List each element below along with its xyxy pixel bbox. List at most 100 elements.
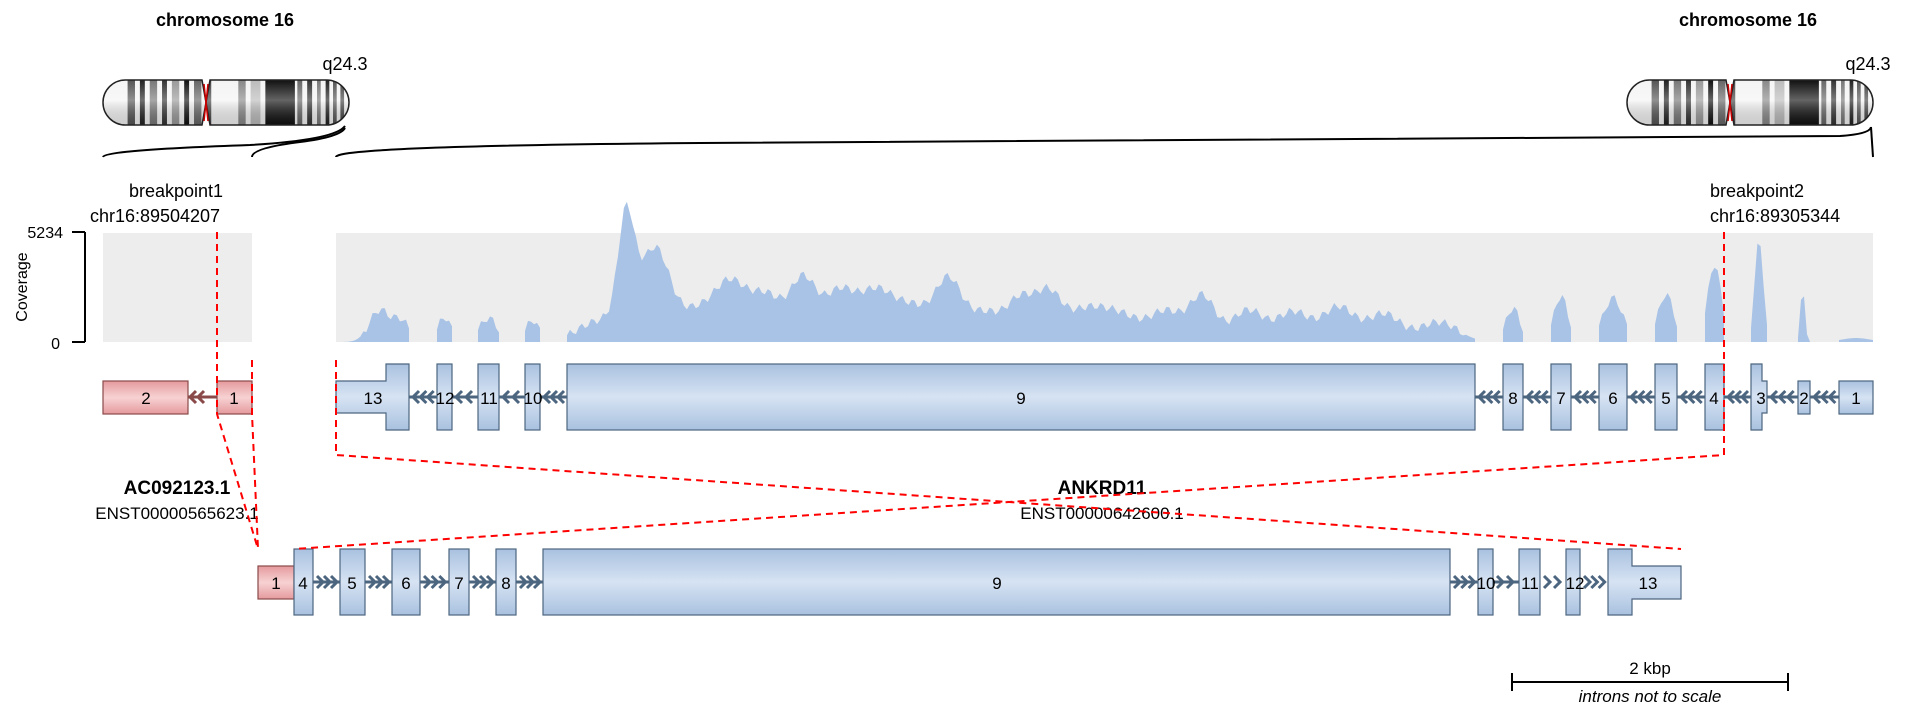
scale-bar-label: 2 kbp [1629,659,1671,678]
gene2-exon-4 [1704,363,1725,431]
gene2-exon-6 [1598,363,1628,431]
gene2-exon-3-label: 3 [1756,389,1765,408]
breakpoint2-label: breakpoint2 [1710,181,1804,201]
band-label-left: q24.3 [322,54,367,74]
chromosome-title-right: chromosome 16 [1679,10,1817,30]
coverage-segment [1599,295,1627,342]
scale-bar-note: introns not to scale [1579,687,1722,706]
coverage-axis [72,231,86,343]
breakpoint-lines [216,232,1725,550]
breakpoint1-line [216,232,259,550]
coverage-axis-label: Coverage [14,252,31,321]
gene2-exon-7-label: 7 [1556,389,1565,408]
fusion-exon-9 [542,548,1451,616]
gene1-transcript-id: ENST00000565623.1 [95,504,259,523]
coverage-segment [1839,338,1873,342]
gene2-exon-4-label: 4 [1709,389,1718,408]
fusion-exon-11-label: 11 [1521,574,1539,593]
gene1-exon-1 [216,380,253,415]
scale-bar [1511,673,1789,691]
fusion-exon-1 [257,565,295,600]
coverage-segment [1705,267,1724,342]
gene2-exon-12-label: 12 [436,389,455,408]
chromosome-title-left: chromosome 16 [156,10,294,30]
coverage-segment [478,316,499,342]
fusion-exon-6 [391,548,421,616]
fusion-exon-6-label: 6 [401,574,410,593]
coverage-segment [1503,306,1523,342]
gene2-exon-2 [1797,380,1811,415]
chromosome-ideogram-left [102,79,350,126]
gene1-transcript: 2 1 [102,380,253,415]
gene2-exon-13-label: 13 [364,389,383,408]
fusion-exon-9-label: 9 [992,574,1001,593]
fusion-exon-10-label: 10 [1477,574,1496,593]
fusion-exon-5-label: 5 [347,574,356,593]
gene2-exon-1-label: 1 [1851,389,1860,408]
gene2-exon-5-label: 5 [1661,389,1670,408]
gene2-exon-2-label: 2 [1799,389,1808,408]
gene1-exon-1-label: 1 [229,389,238,408]
chromosome-ideogram-right [1626,79,1874,126]
coverage-track [336,201,1873,342]
band-label-right: q24.3 [1845,54,1890,74]
coverage-segment [525,320,540,342]
coverage-segment [336,308,409,342]
gene2-exon-3 [1750,363,1768,431]
gene2-transcript: 13 12 11 10 9 8 7 6 5 4 3 2 1 [335,363,1874,431]
fusion-transcript: 1 4 5 6 7 8 9 10 11 12 13 [257,548,1682,616]
coverage-segment [1798,296,1810,342]
coverage-max-label: 5234 [27,225,63,242]
fusion-exon-12 [1565,548,1581,616]
gene1-exon-2 [102,380,189,415]
gene2-exon-10-label: 10 [524,389,543,408]
fusion-exon-11 [1518,548,1541,616]
fusion-exon-8 [495,548,517,616]
gene2-exon-5 [1654,363,1678,431]
coverage-panel-gene1 [103,233,252,342]
fusion-exon-5 [339,548,366,616]
zoom-bracket-gene1 [102,125,346,158]
fusion-exon-4-label: 4 [298,574,307,593]
gene2-exon-10 [524,363,541,431]
gene2-exon-13 [335,363,410,431]
gene2-transcript-id: ENST00000642600.1 [1020,504,1184,523]
breakpoint2-line [293,232,1725,550]
gene2-exon-11 [477,363,500,431]
coverage-min-label: 0 [51,336,60,353]
fusion-exon-13 [1607,548,1682,616]
gene1-exon-2-label: 2 [141,389,150,408]
gene2-exon-7 [1550,363,1572,431]
coverage-segment [437,318,452,342]
breakpoint1-position: chr16:89504207 [90,206,220,226]
gene2-exon-9-label: 9 [1016,389,1025,408]
fusion-strand-arrows [315,574,1607,590]
gene2-name: ANKRD11 [1058,478,1147,499]
gene2-exon-6-label: 6 [1608,389,1617,408]
coverage-segment [1655,293,1677,342]
fusion-exon-1-label: 1 [271,574,280,593]
fusion-exon-12-label: 12 [1566,574,1585,593]
coverage-segment [1751,243,1767,342]
coverage-segment [1551,295,1571,342]
fusion-exon-13-label: 13 [1639,574,1658,593]
zoom-bracket-gene2 [335,126,1872,158]
zoom-bracket-gene2-end [1870,126,1874,158]
breakpoint2-position: chr16:89305344 [1710,206,1840,226]
gene2-exon-12 [436,363,453,431]
gene2-exon-11-label: 11 [480,389,498,408]
fusion-exon-7-label: 7 [454,574,463,593]
fusion-exon-7 [448,548,470,616]
gene1-name: AC092123.1 [124,478,231,499]
gene1-start-line [251,360,259,550]
fusion-exon-8-label: 8 [501,574,510,593]
gene2-exon-8-label: 8 [1508,389,1517,408]
coverage-segment [567,201,1475,342]
zoom-bracket-gene1-end [251,127,346,158]
gene2-exon-8 [1502,363,1524,431]
gene2-strand-arrows [410,389,1837,405]
breakpoint1-label: breakpoint1 [129,181,223,201]
gene2-exon-1 [1838,380,1874,415]
fusion-exon-10 [1477,548,1494,616]
